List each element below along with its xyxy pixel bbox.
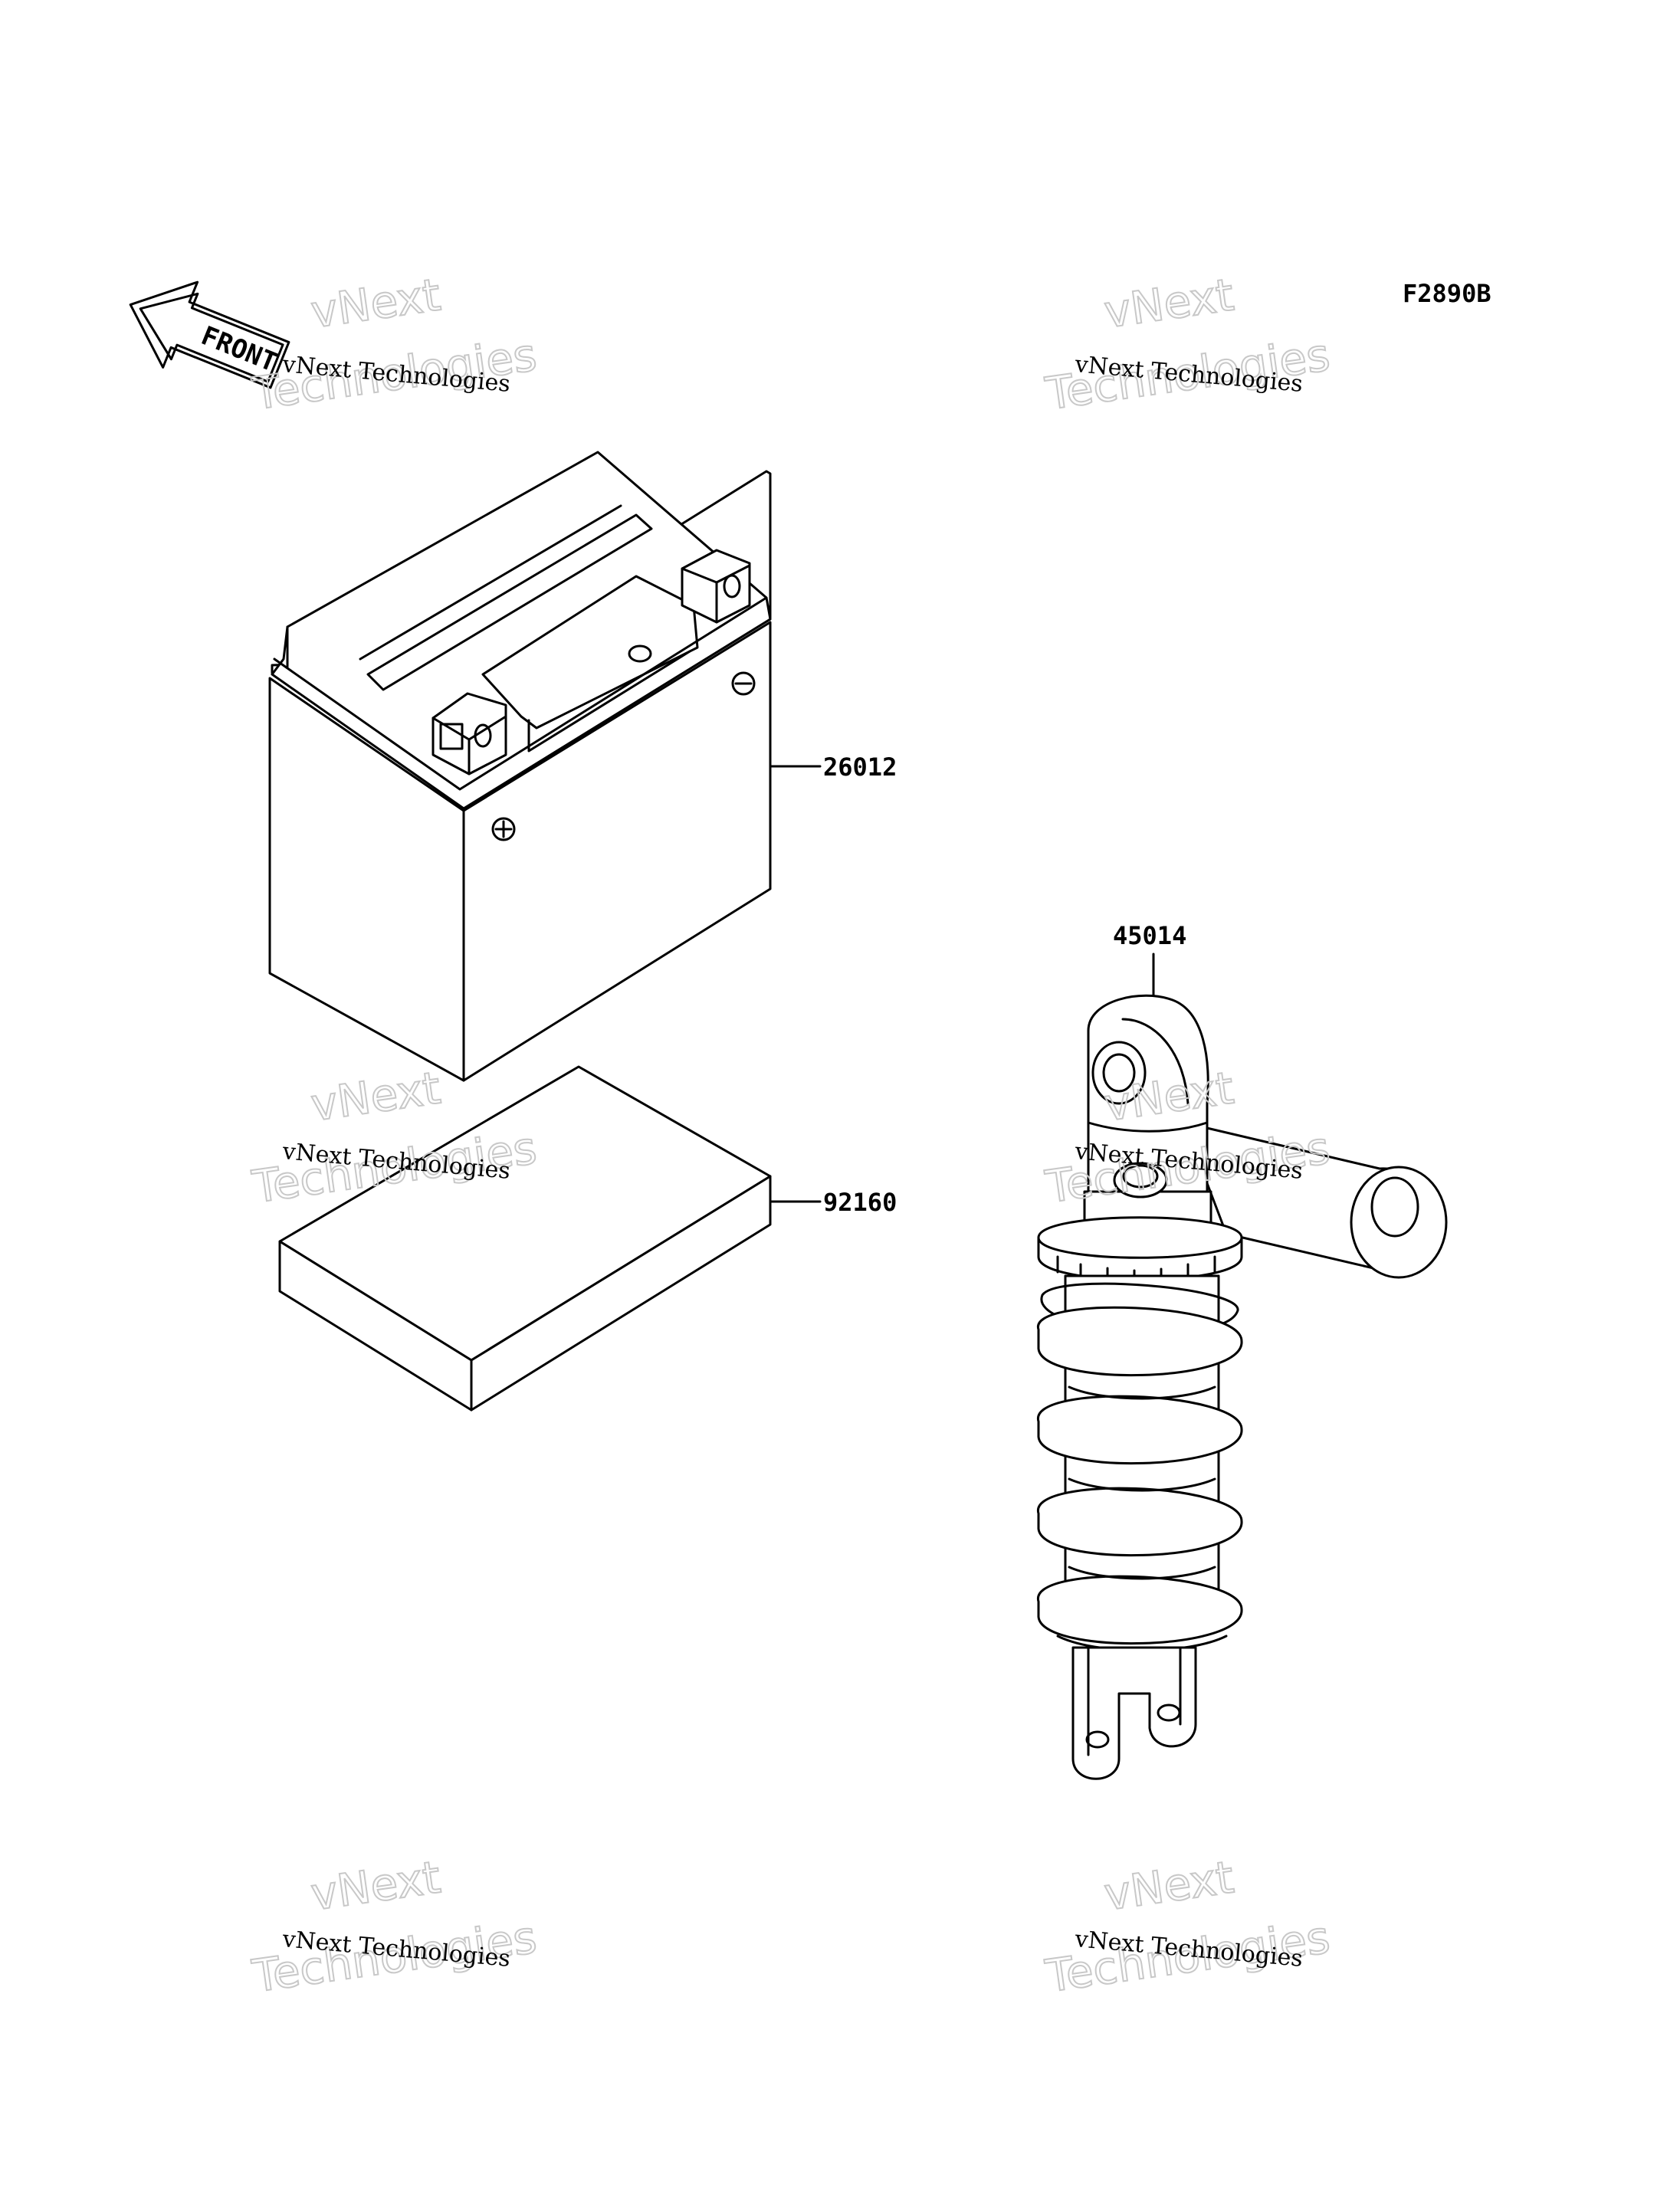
watermark-bottom-right: vNext Technologies xyxy=(1042,1850,1334,2003)
shock-absorber-drawing: 45014 xyxy=(1037,921,1448,1780)
watermark-big-line1: vNext xyxy=(308,268,444,338)
battery-drawing: 26012 xyxy=(268,451,897,1082)
part-number-45014: 45014 xyxy=(1113,921,1186,950)
svg-text:vNext: vNext xyxy=(1101,1851,1237,1920)
watermark-bottom-left: vNext Technologies xyxy=(248,1850,540,2003)
part-number-92160: 92160 xyxy=(823,1188,897,1217)
battery-pad-drawing: 92160 xyxy=(278,1065,897,1412)
svg-text:vNext: vNext xyxy=(308,1061,444,1131)
figure-code: F2890B xyxy=(1403,279,1491,308)
part-number-26012: 26012 xyxy=(823,753,897,782)
svg-text:vNext: vNext xyxy=(308,1851,444,1920)
svg-text:vNext: vNext xyxy=(1101,268,1237,338)
